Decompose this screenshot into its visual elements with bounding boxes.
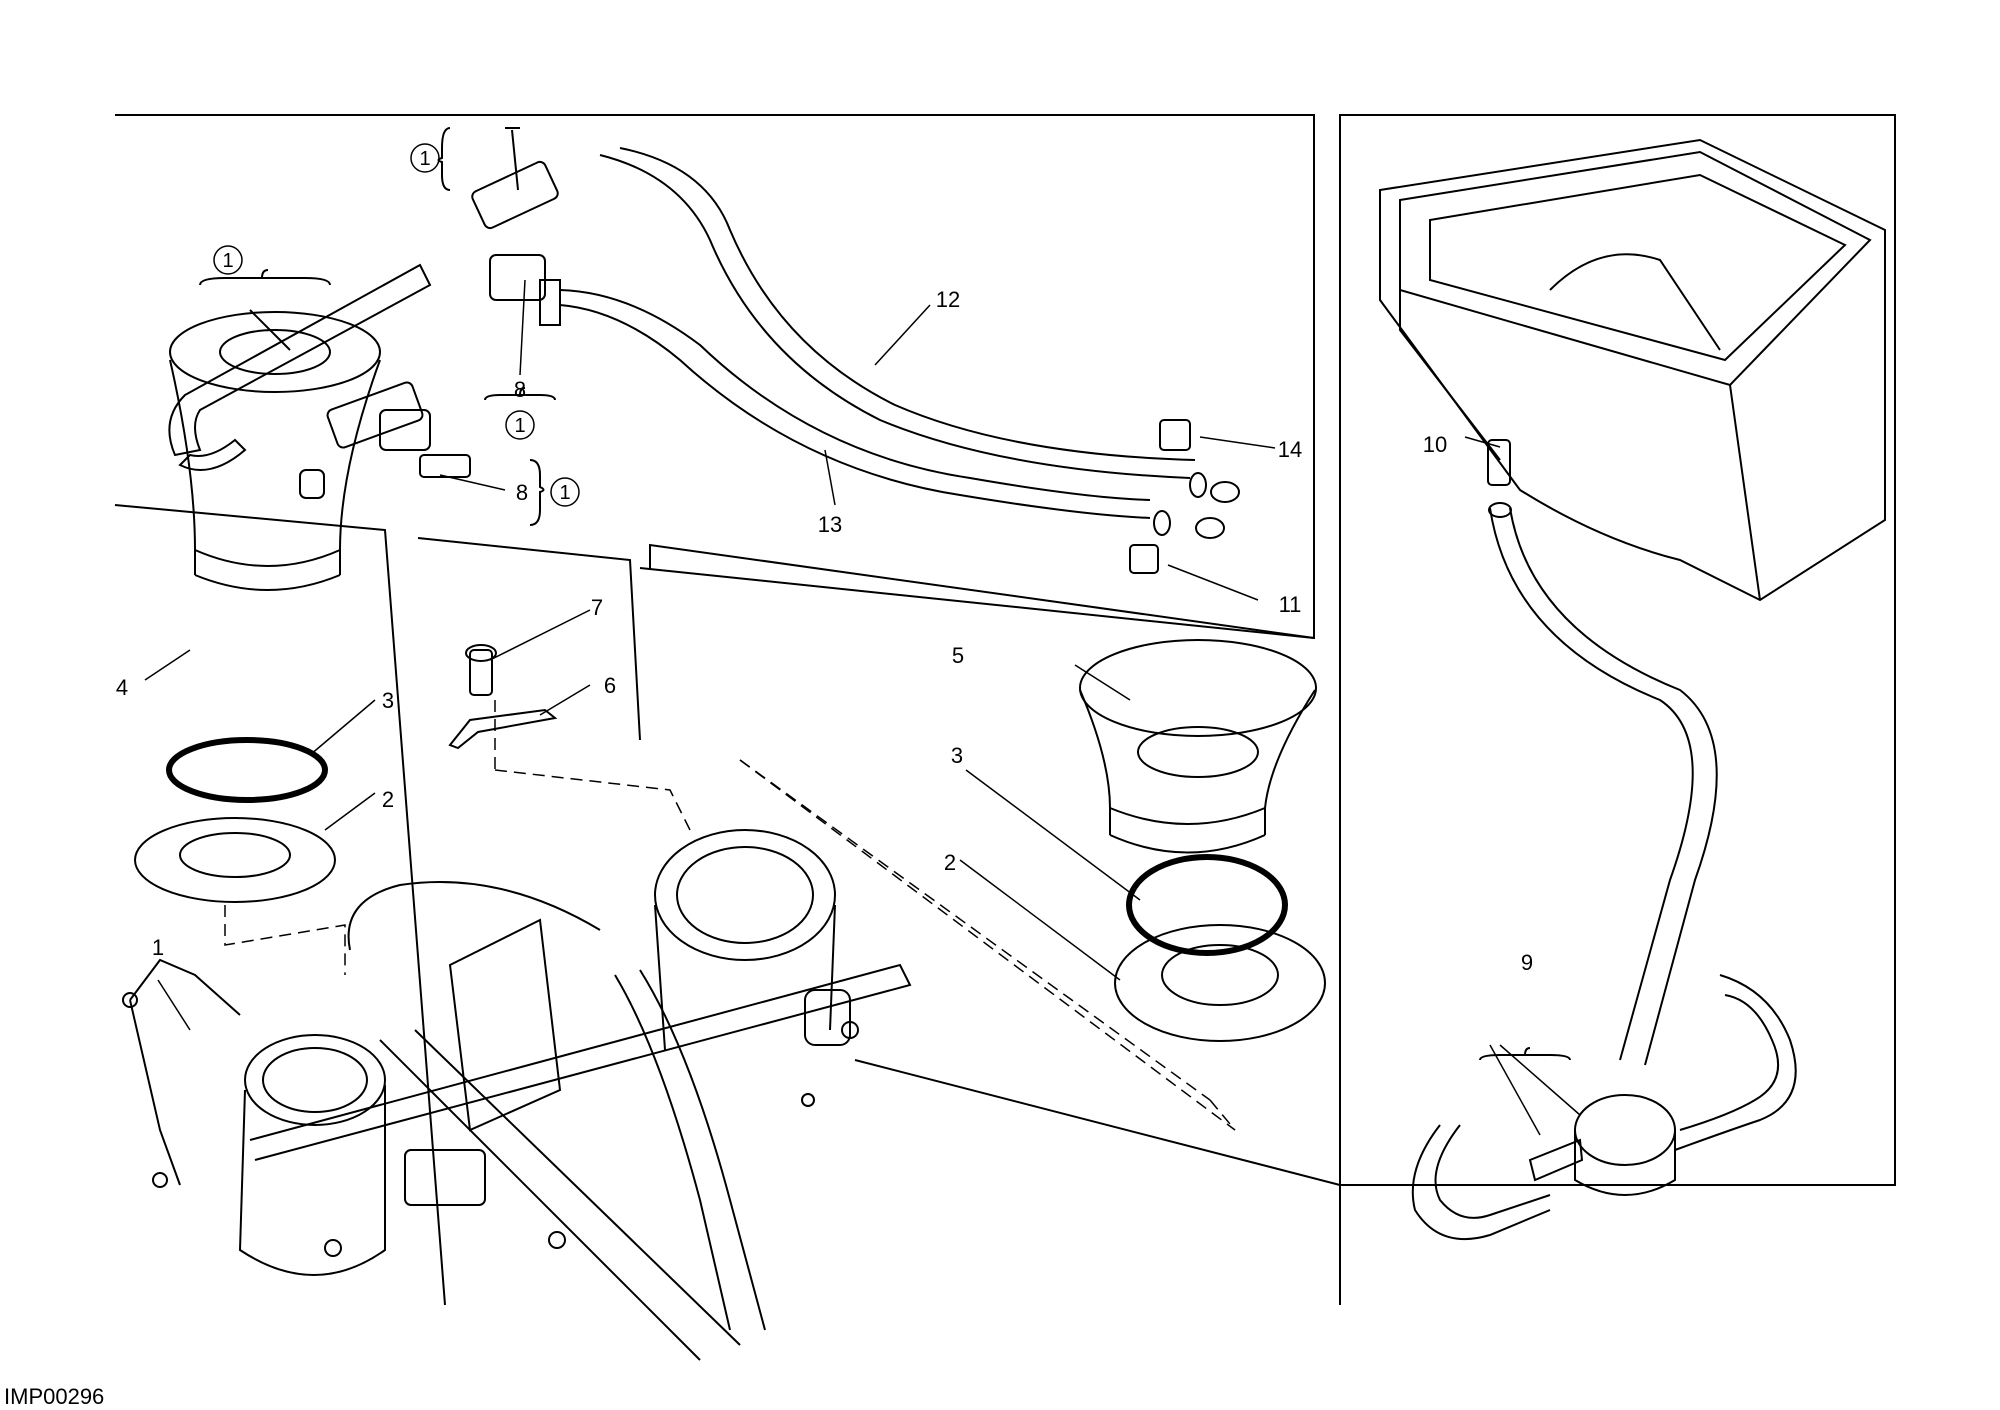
callout-11: 11: [1279, 592, 1302, 617]
svg-text:1: 1: [514, 415, 525, 437]
circled-note-marker: 1: [213, 245, 243, 275]
callout-2-left: 2: [382, 787, 394, 812]
injector-assembly: [168, 127, 1240, 574]
callout-14: 14: [1278, 437, 1302, 462]
airbox: [1379, 138, 1886, 602]
assembly-dashes: [224, 700, 1236, 1131]
callout-12: 12: [936, 287, 960, 312]
vent-pipe: [1487, 439, 1718, 1066]
fuel-hoses-12-13: [559, 147, 1207, 536]
note-brackets: [199, 127, 1571, 1061]
throttle-body-assembly: [122, 829, 912, 1361]
circled-note-marker: 1: [410, 143, 440, 173]
callout-10: 10: [1423, 432, 1447, 457]
callout-2-right: 2: [944, 850, 956, 875]
intake-parts-left: [169, 311, 381, 591]
o-ring-3-right: [1126, 854, 1288, 956]
callout-7: 7: [591, 595, 603, 620]
callout-13: 13: [818, 512, 842, 537]
callout-6: 6: [604, 673, 616, 698]
intake-parts-right: [1079, 639, 1317, 854]
svg-text:1: 1: [559, 482, 570, 504]
svg-text:1: 1: [419, 148, 430, 170]
circled-note-marker: 1: [550, 477, 580, 507]
circled-note-marker: 1: [505, 410, 535, 440]
callout-4: 4: [116, 675, 128, 700]
circled-notes: 1 1 1 1: [213, 143, 580, 507]
callout-8-lower: 8: [516, 480, 528, 505]
part-callouts: 1 2 3 4 5 3 2 6 7 8 8 9 10 11 12 13 14: [116, 287, 1533, 975]
seal-2-right: [1114, 924, 1326, 1042]
callout-1: 1: [152, 935, 164, 960]
bracket-6-screw-7: [448, 644, 558, 750]
leader-lines: [144, 279, 1581, 1136]
svg-text:1: 1: [222, 250, 233, 272]
callout-3-right: 3: [951, 743, 963, 768]
panel-frames: [114, 114, 1896, 1306]
seal-2-left: [134, 817, 336, 903]
fuel-pump-9: [1411, 974, 1797, 1241]
o-ring-3-left: [166, 737, 328, 803]
callout-3-left: 3: [382, 688, 394, 713]
callout-8-upper: 8: [514, 377, 526, 402]
drawing-code: IMP00296: [4, 1384, 105, 1409]
callout-9: 9: [1521, 950, 1533, 975]
callout-5: 5: [952, 643, 964, 668]
